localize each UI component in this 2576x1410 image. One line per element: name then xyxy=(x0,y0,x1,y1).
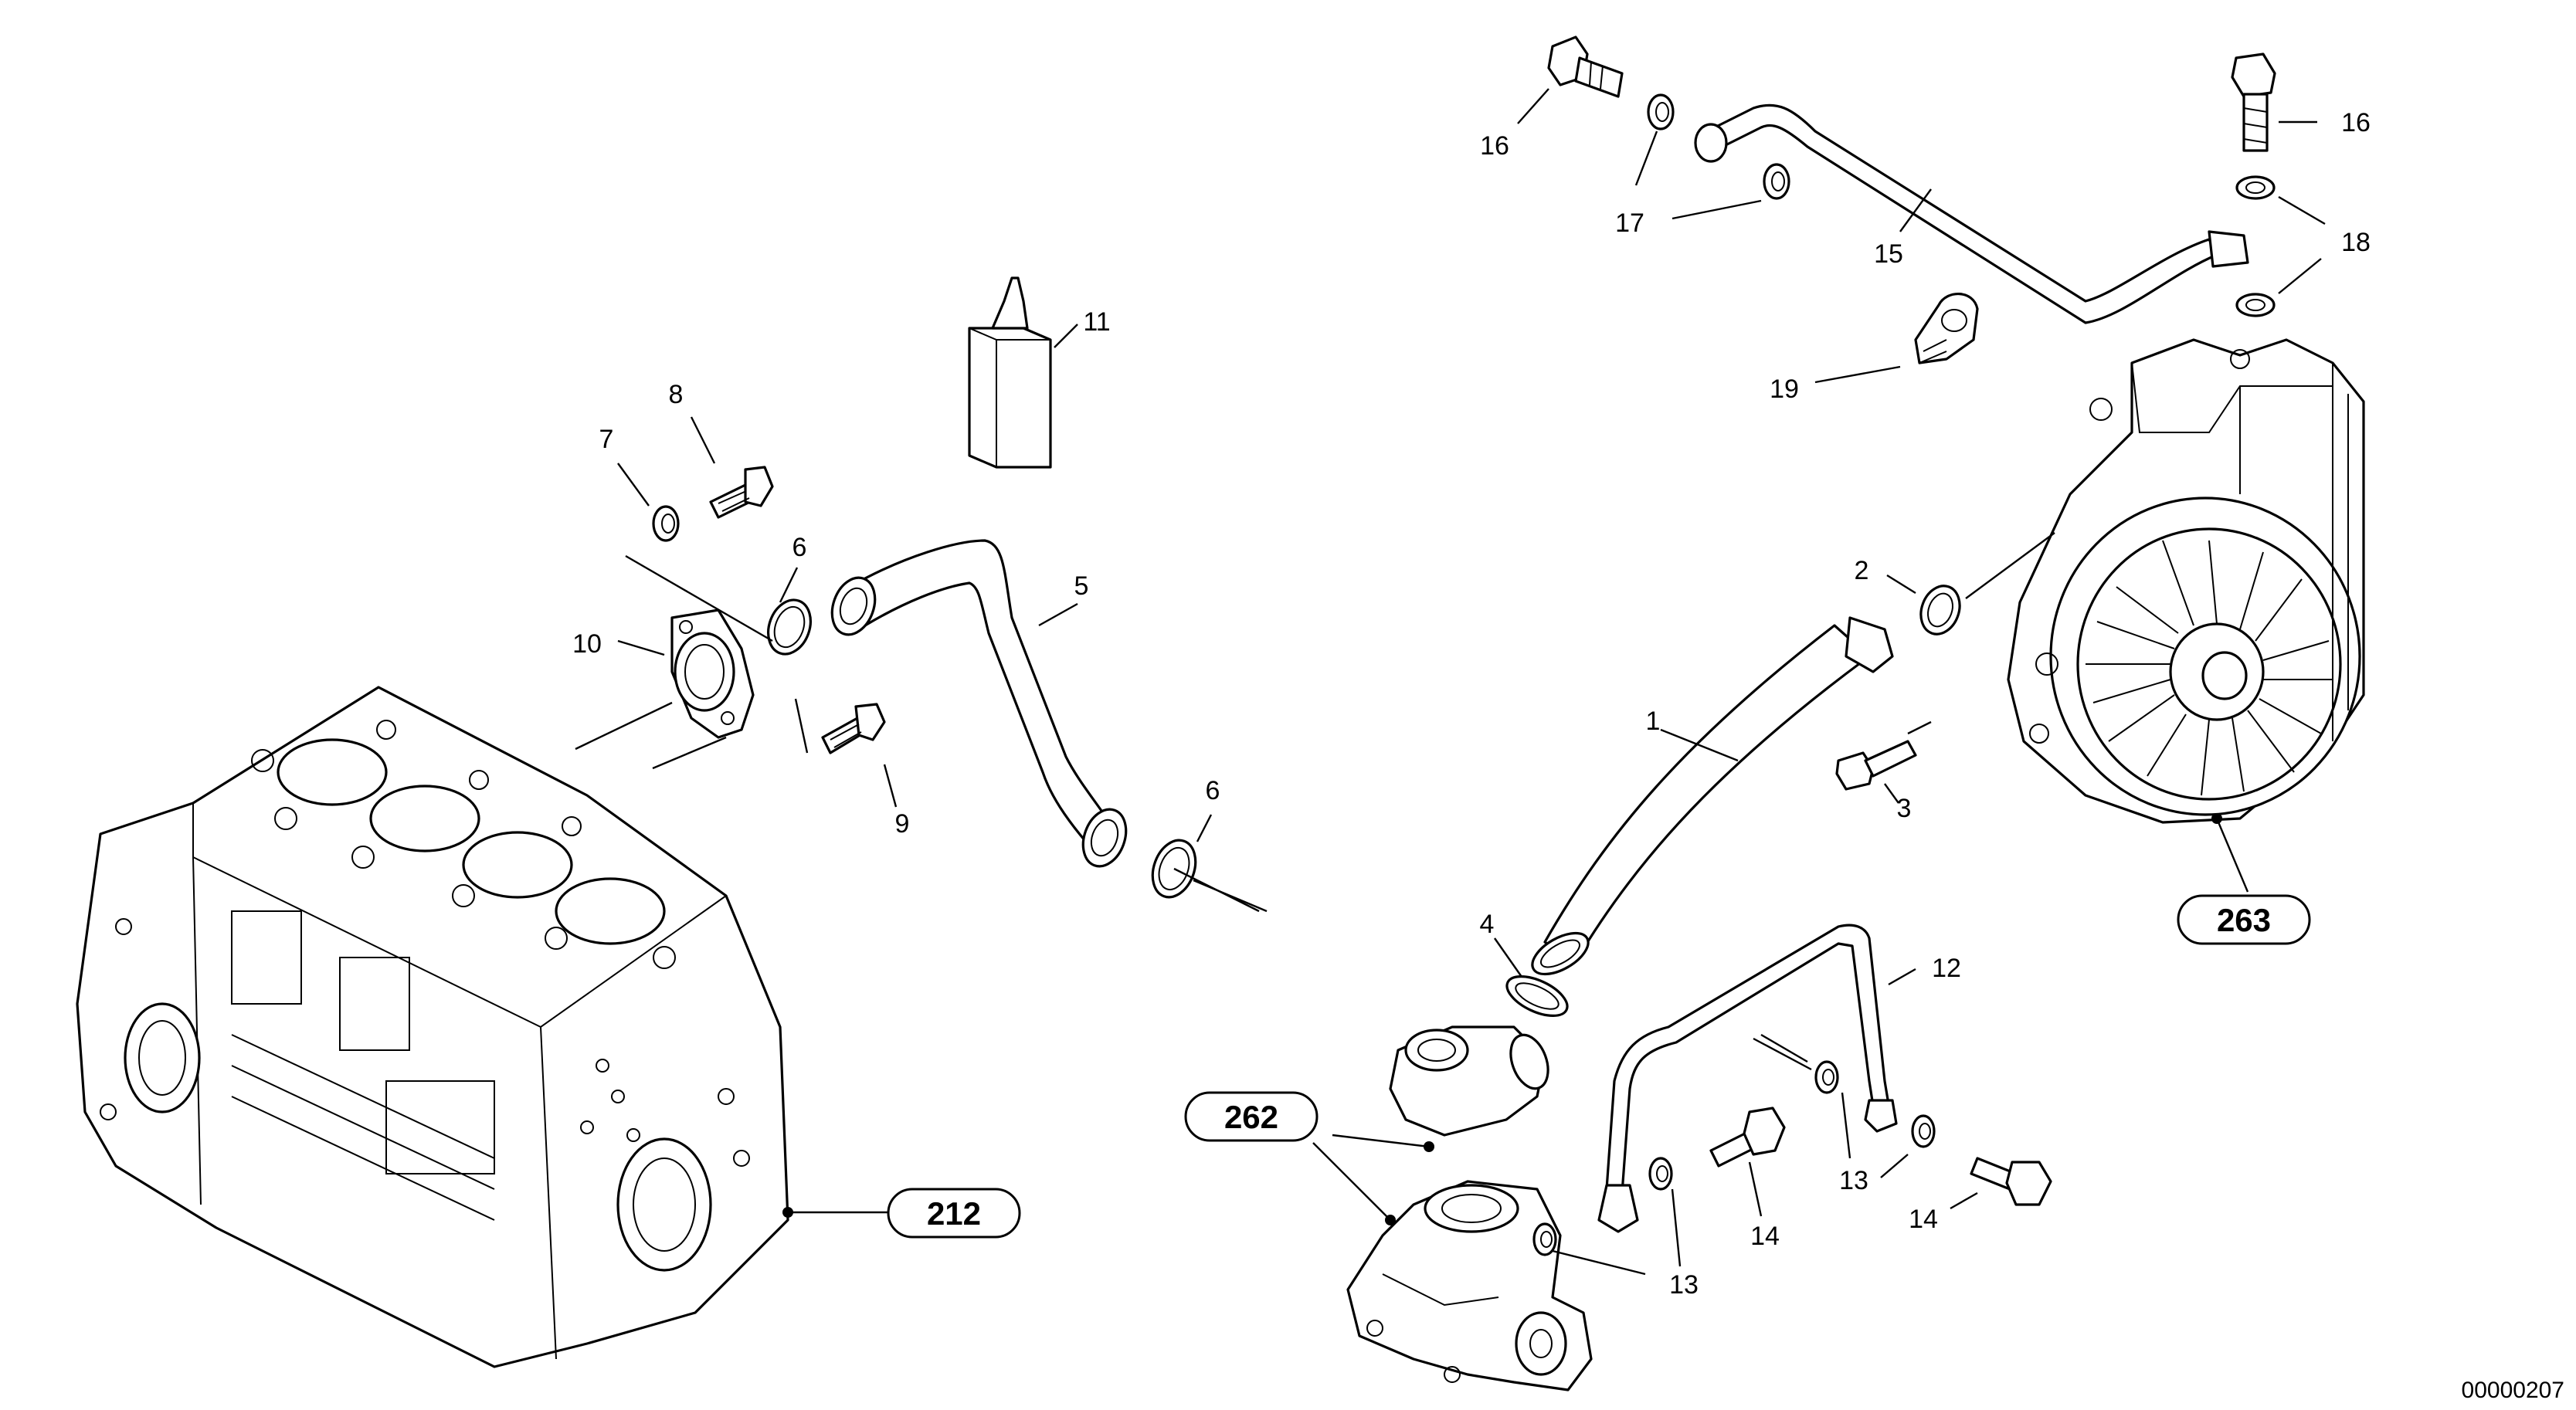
flange-adapter-drawing xyxy=(670,608,755,739)
callout-14-left: 14 xyxy=(1750,1222,1780,1251)
fan-housing-drawing xyxy=(2007,338,2365,824)
callout-18: 18 xyxy=(2341,228,2371,257)
callout-14-right: 14 xyxy=(1909,1205,1938,1234)
callout-labels: 1 2 3 4 5 6 6 7 8 9 10 11 12 13 13 14 14… xyxy=(572,108,2371,1300)
callout-8: 8 xyxy=(669,380,684,409)
bolt-8-drawing xyxy=(709,466,774,519)
o-ring-6-upper-drawing xyxy=(767,598,812,656)
bolt-9-drawing xyxy=(821,703,886,754)
callout-10: 10 xyxy=(572,629,602,659)
reference-badge-212[interactable]: 212 xyxy=(887,1188,1021,1239)
washer-13-b-drawing xyxy=(1648,1157,1673,1191)
washer-18-upper-drawing xyxy=(2235,175,2276,200)
washer-13-c-drawing xyxy=(1814,1060,1839,1094)
callout-16-upper-right: 16 xyxy=(2341,108,2371,137)
washer-7-drawing xyxy=(652,505,680,542)
callout-13-lower: 13 xyxy=(1669,1270,1699,1300)
reference-badge-263-label: 263 xyxy=(2217,902,2271,938)
callout-16-upper-left: 16 xyxy=(1480,131,1509,161)
callout-3: 3 xyxy=(1897,794,1912,823)
callout-6-lower: 6 xyxy=(1206,776,1220,805)
o-ring-4-drawing xyxy=(1505,975,1569,1017)
callout-1: 1 xyxy=(1646,707,1661,736)
washer-17-lower-drawing xyxy=(1763,163,1790,200)
callout-4: 4 xyxy=(1480,910,1495,939)
washer-13-a-drawing xyxy=(1532,1222,1557,1256)
water-pump-drawing xyxy=(1346,1180,1593,1391)
callout-15: 15 xyxy=(1874,239,1903,269)
bolt-3-drawing xyxy=(1835,740,1917,791)
reference-badge-262[interactable]: 262 xyxy=(1184,1091,1319,1142)
reference-212-pointer xyxy=(782,1207,888,1218)
washer-13-d-drawing xyxy=(1911,1114,1936,1148)
callout-13-right: 13 xyxy=(1839,1166,1868,1195)
banjo-bolt-16-upper-left-drawing xyxy=(1547,36,1624,98)
callout-7: 7 xyxy=(599,425,614,454)
callout-2: 2 xyxy=(1855,556,1869,585)
callout-9: 9 xyxy=(895,809,910,839)
banjo-bolt-16-upper-right-drawing xyxy=(2231,53,2276,152)
banjo-bolt-14-right-drawing xyxy=(1970,1157,2052,1206)
reference-263-pointer xyxy=(2211,813,2249,893)
reference-badge-262-label: 262 xyxy=(1224,1099,1278,1135)
elbow-housing-drawing xyxy=(1389,1025,1549,1137)
pipe-1-drawing xyxy=(1531,616,1894,976)
callout-12: 12 xyxy=(1932,954,1961,983)
sealant-tube-drawing xyxy=(968,276,1052,469)
callout-17: 17 xyxy=(1615,208,1644,238)
reference-262-pointer xyxy=(1312,1134,1434,1225)
callout-11: 11 xyxy=(1083,307,1110,337)
callout-6-upper: 6 xyxy=(792,533,807,562)
callout-5: 5 xyxy=(1074,571,1089,601)
leader-lines xyxy=(575,88,2326,1276)
washer-18-lower-drawing xyxy=(2235,293,2276,317)
engine-block-drawing xyxy=(76,686,789,1368)
pipe-12-drawing xyxy=(1597,924,1898,1233)
callout-19: 19 xyxy=(1770,375,1799,404)
banjo-bolt-14-left-drawing xyxy=(1709,1107,1786,1168)
pipe-5-drawing xyxy=(830,539,1128,868)
clamp-19-drawing xyxy=(1914,293,1979,364)
reference-badge-263[interactable]: 263 xyxy=(2177,894,2311,945)
reference-badge-212-label: 212 xyxy=(927,1195,981,1232)
washer-17-upper-drawing xyxy=(1647,93,1675,130)
pipe-15-drawing xyxy=(1694,103,2249,324)
document-id: 00000207 xyxy=(2462,1378,2564,1403)
o-ring-2-drawing xyxy=(1919,585,1961,636)
